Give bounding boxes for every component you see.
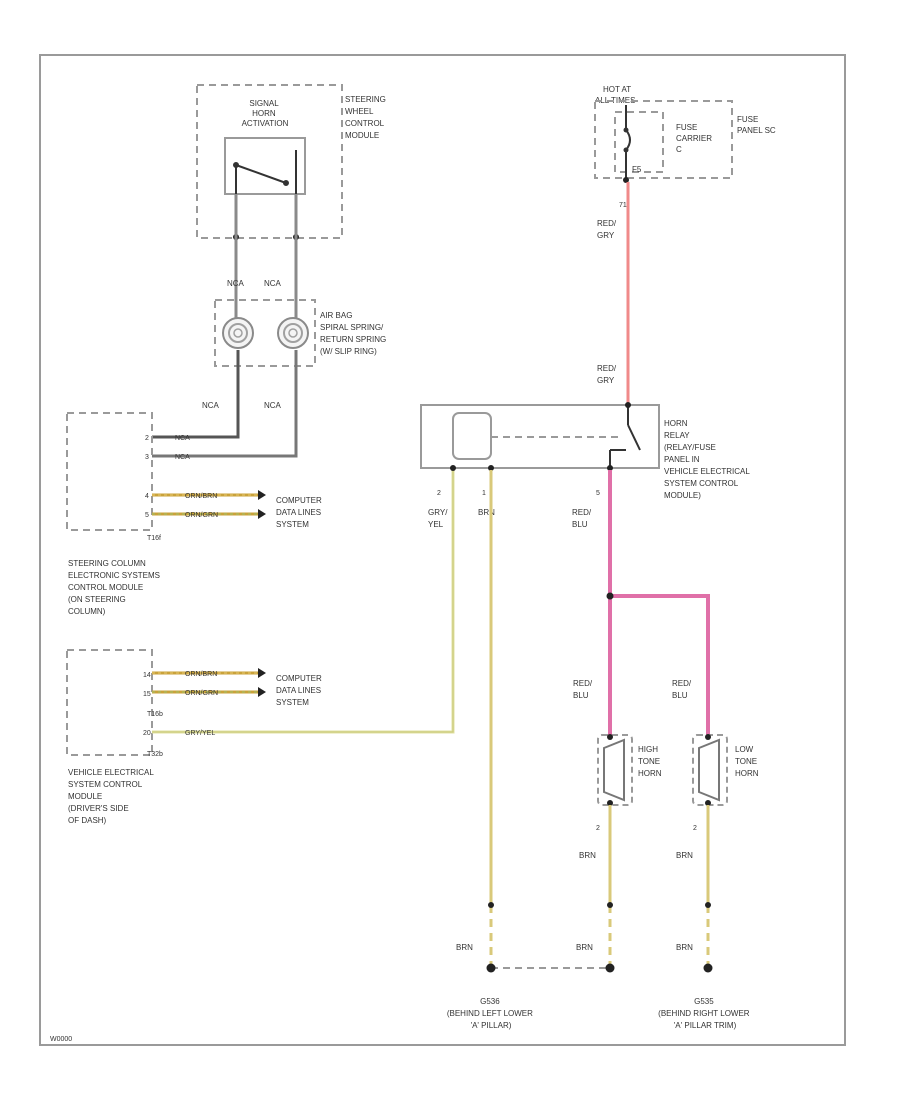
wire-label-nca-left-lower: NCA	[202, 401, 220, 410]
fuse-icon	[623, 105, 631, 178]
wire-label-brn-low: BRN	[676, 851, 693, 860]
wire-label-brn-gnd-left: BRN	[456, 943, 473, 952]
inline-label-orn-grn-2: ORN/GRN	[185, 690, 218, 697]
horn-relay-label: HORN RELAY (RELAY/FUSE PANEL IN VEHICLE …	[664, 419, 752, 500]
signal-horn-activation-label: SIGNAL HORN ACTIVATION	[242, 99, 289, 128]
high-tone-horn-label: HIGH TONE HORN	[638, 745, 662, 778]
low-tone-horn-label: LOW TONE HORN	[735, 745, 759, 778]
diagram-frame	[39, 54, 846, 1046]
sc-pin-4: 4	[145, 493, 149, 500]
hot-at-all-times-label: HOT AT ALL TIMES	[595, 85, 635, 105]
high-tone-horn-icon	[597, 734, 633, 806]
steering-wheel-module-box	[196, 84, 343, 239]
fuse-panel-sc-box	[594, 100, 733, 179]
vehicle-electrical-module-box	[66, 649, 153, 756]
wire-label-red-blu-low: RED/ BLU	[672, 679, 693, 700]
ground-icon	[486, 963, 496, 973]
steering-column-module-box	[66, 412, 153, 531]
wire-label-nca-right-upper: NCA	[264, 279, 282, 288]
clock-spring-coil-right	[277, 317, 309, 349]
connector-pin	[705, 902, 711, 908]
fuse-pin-label: 71	[619, 202, 627, 209]
inline-label-orn-brn-2: ORN/BRN	[185, 671, 217, 678]
low-tone-horn-icon	[692, 734, 728, 806]
relay-pin-top	[625, 402, 631, 408]
arrow-icon	[258, 490, 266, 500]
steering-wheel-module-label: STEERING WHEEL CONTROL MODULE	[345, 95, 388, 140]
ground-icon	[703, 963, 713, 973]
wire-label-nca-left-upper: NCA	[227, 279, 245, 288]
sc-connector-label: T16f	[147, 535, 161, 542]
wire-nca-right-lower	[152, 350, 298, 458]
sc-pin-5: 5	[145, 512, 149, 519]
vm-pin-20: 20	[143, 730, 151, 737]
fuse-carrier-label: FUSE CARRIER C	[676, 123, 714, 154]
sc-pin-3: 3	[145, 454, 149, 461]
diagram-code: W0000	[50, 1036, 72, 1043]
horn-pin-label-high: 2	[596, 825, 600, 832]
wire-label-brn-high: BRN	[579, 851, 596, 860]
clock-spring-coil-left	[222, 317, 254, 349]
wire-label-brn-relay: BRN	[478, 508, 495, 517]
fuse-panel-label: FUSE PANEL SC	[737, 115, 776, 135]
wire-red-blu-branch	[610, 594, 710, 735]
ground-right-label: G535 (BEHIND RIGHT LOWER 'A' PILLAR TRIM…	[658, 997, 752, 1030]
vm-connector-b-label: T32b	[147, 751, 163, 758]
connector-pin	[488, 902, 494, 908]
horn-switch-box	[224, 137, 306, 195]
horn-relay-box	[420, 404, 660, 469]
relay-pin-1	[488, 465, 494, 471]
wire-label-red-gry-lower: RED/ GRY	[597, 364, 618, 385]
relay-coil	[452, 412, 492, 460]
relay-pin-5	[607, 465, 613, 471]
clock-spring-box	[214, 299, 316, 367]
arrow-icon	[258, 687, 266, 697]
horn-switch-symbol	[233, 150, 297, 194]
wire-label-gry-yel: GRY/ YEL	[428, 508, 450, 529]
vehicle-electrical-module-label: VEHICLE ELECTRICAL SYSTEM CONTROL MODULE…	[68, 768, 156, 825]
inline-label-orn-grn-1: ORN/GRN	[185, 512, 218, 519]
wire-label-red-gry-upper: RED/ GRY	[597, 219, 618, 240]
wire-label-red-blu-high: RED/ BLU	[573, 679, 594, 700]
wire-nca-left-lower	[152, 350, 240, 439]
relay-pin-label-5: 5	[596, 490, 600, 497]
sc-pin-2a: 2	[145, 435, 149, 442]
data-lines-label-2: COMPUTER DATA LINES SYSTEM	[276, 674, 324, 707]
wire-label-brn-gnd-right: BRN	[676, 943, 693, 952]
vm-pin-15: 15	[143, 691, 151, 698]
data-lines-label-1: COMPUTER DATA LINES SYSTEM	[276, 496, 324, 529]
wire-label-red-blu-relay: RED/ BLU	[572, 508, 593, 529]
steering-column-module-label: STEERING COLUMN ELECTRONIC SYSTEMS CONTR…	[68, 559, 162, 616]
connector-pin	[607, 902, 613, 908]
vm-connector-a-label: T16b	[147, 711, 163, 718]
relay-pin-2	[450, 465, 456, 471]
fuse-number-label: F5	[632, 165, 642, 174]
arrow-icon	[258, 509, 266, 519]
inline-label-gry-yel: GRY/YEL	[185, 730, 215, 737]
splice-point	[606, 592, 614, 600]
clock-spring-label: AIR BAG SPIRAL SPRING/ RETURN SPRING (W/…	[320, 311, 388, 356]
inline-label-nca-1: NCA	[175, 435, 190, 442]
inline-label-orn-brn-1: ORN/BRN	[185, 493, 217, 500]
wire-label-nca-right-lower: NCA	[264, 401, 282, 410]
ground-icon	[605, 963, 615, 973]
fuse-carrier-c-box	[614, 111, 664, 173]
wire-label-brn-gnd-mid: BRN	[576, 943, 593, 952]
relay-pin-label-2: 2	[437, 490, 441, 497]
inline-label-nca-2: NCA	[175, 454, 190, 461]
arrow-icon	[258, 668, 266, 678]
vm-pin-14: 14	[143, 672, 151, 679]
relay-pin-label-1: 1	[482, 490, 486, 497]
horn-pin-label-low: 2	[693, 825, 697, 832]
fuse-output-pin	[623, 177, 629, 183]
ground-left-label: G536 (BEHIND LEFT LOWER 'A' PILLAR)	[447, 997, 535, 1030]
